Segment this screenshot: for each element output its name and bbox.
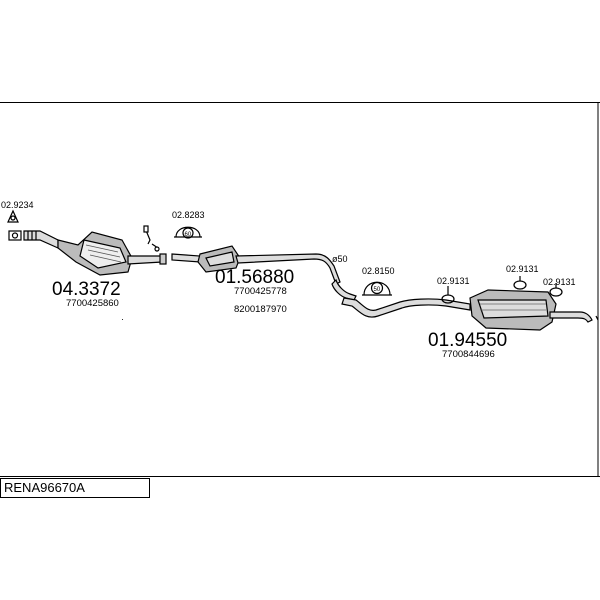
reference-code-box: RENA96670A: [0, 478, 150, 498]
catalyst-drawing: [23, 225, 167, 276]
rear-silencer-number: 01.94550: [428, 330, 507, 351]
clamp-front-label: 02.8283: [172, 210, 205, 220]
clamp-mid-icon: [362, 281, 392, 296]
reference-code: RENA96670A: [4, 480, 85, 495]
rubber-hanger-3-label: 02.9131: [543, 277, 576, 287]
rubber-hanger-2-label: 02.9131: [506, 264, 539, 274]
clamp-front-badge: 60: [185, 232, 192, 238]
gasket-front-label: 02.9234: [1, 200, 34, 210]
rubber-hanger-1-icon: [441, 286, 455, 304]
center-silencer-oem1: 7700425778: [234, 286, 287, 297]
frame-bottom-line: [0, 476, 600, 477]
frame-top-line: [0, 102, 600, 103]
diameter-label: ø50: [332, 254, 348, 264]
clamp-front-icon: [174, 226, 202, 239]
center-silencer-oem2: 8200187970: [234, 304, 287, 315]
rubber-hanger-1-label: 02.9131: [437, 276, 470, 286]
gasket-front-icon: [7, 209, 22, 241]
rear-silencer-drawing: [341, 289, 599, 331]
rubber-hanger-2-icon: [513, 276, 527, 290]
center-silencer-number: 01.56880: [215, 267, 294, 288]
rear-silencer-oem: 7700844696: [442, 349, 495, 360]
catalyst-oem: 7700425860: [66, 298, 119, 309]
clamp-mid-badge: 50: [374, 287, 381, 293]
rubber-hanger-3-icon: [549, 283, 563, 297]
catalyst-dot: ·: [121, 314, 124, 324]
clamp-mid-label: 02.8150: [362, 266, 395, 276]
center-silencer-drawing: [171, 245, 357, 301]
catalyst-number: 04.3372: [52, 279, 121, 300]
